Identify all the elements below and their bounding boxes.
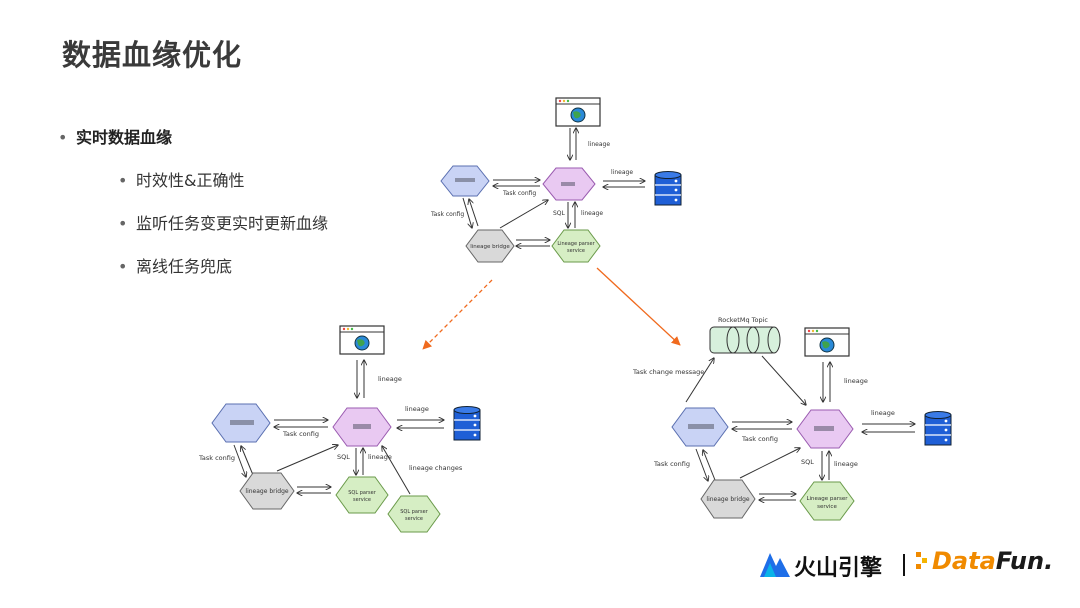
arrow xyxy=(703,450,716,481)
mq-topic xyxy=(709,326,781,354)
database-icon xyxy=(924,410,952,446)
arrow xyxy=(276,445,338,472)
edge-label: lineage xyxy=(581,210,603,217)
bullet-sub: • 离线任务兜底 xyxy=(118,253,232,277)
node-label: SQL parser xyxy=(400,509,428,515)
edge-label: lineage xyxy=(368,453,392,461)
bullet-dot: • xyxy=(118,171,128,190)
bullet-sub: • 时效性&正确性 xyxy=(118,167,244,191)
edge-label: lineage xyxy=(844,377,868,385)
node-label: lineage bridge xyxy=(470,244,510,250)
solid-arrow xyxy=(596,267,681,346)
database-icon xyxy=(654,170,682,206)
edge-label: lineage xyxy=(378,375,402,383)
edge-label: SQL xyxy=(801,458,814,466)
brand-datafun: DataFun. xyxy=(932,547,1053,575)
redacted-label xyxy=(688,424,714,429)
brand-volcano-engine: 火山引擎 xyxy=(794,556,883,581)
hexagon-node xyxy=(239,472,295,510)
edge-label: Task config xyxy=(741,435,778,443)
brand-separator xyxy=(903,554,905,576)
arrow xyxy=(685,358,714,403)
bullet-main-text: 实时数据血缘 xyxy=(76,128,173,147)
bullet-dot: • xyxy=(118,257,128,276)
edge-label: SQL xyxy=(553,210,566,217)
bullet-sub-text: 时效性&正确性 xyxy=(136,171,245,190)
redacted-label xyxy=(814,426,834,431)
bullet-dot: • xyxy=(118,214,128,233)
datafun-logo-icon xyxy=(916,552,927,569)
hexagon-node xyxy=(799,481,855,521)
edge-label: lineage xyxy=(588,141,610,148)
arrow xyxy=(469,199,479,227)
dashed-arrow xyxy=(422,279,493,350)
node-label: lineage bridge xyxy=(706,496,749,503)
diagram-top: lineage lineage Task config Task config … xyxy=(430,97,682,263)
bullet-main: • 实时数据血缘 xyxy=(58,124,172,148)
node-label: service xyxy=(817,504,837,510)
edge-label: Task change message xyxy=(632,368,704,376)
node-label: service xyxy=(405,516,423,522)
bullet-dot: • xyxy=(58,128,68,147)
redacted-label xyxy=(230,420,254,425)
edge-label: Task config xyxy=(430,211,464,218)
edge-label: lineage xyxy=(834,460,858,468)
edge-label: Task config xyxy=(502,190,536,197)
redacted-label xyxy=(455,178,475,182)
hexagon-node xyxy=(465,229,515,263)
bullet-sub-text: 离线任务兜底 xyxy=(136,257,233,276)
arrow xyxy=(499,200,548,229)
brand-datafun-b: Fun. xyxy=(995,547,1054,575)
mq-label: RocketMq Topic xyxy=(718,316,768,324)
edge-label: lineage xyxy=(405,405,429,413)
redacted-label xyxy=(561,182,575,186)
arrow xyxy=(233,444,246,477)
edge-label: SQL xyxy=(337,453,350,461)
node-label: SQL parser xyxy=(348,490,376,496)
node-label: service xyxy=(353,497,371,503)
hexagon-node xyxy=(335,476,389,514)
hexagon-node xyxy=(700,479,756,519)
diagram-right: RocketMq Topic lineage Task change messa… xyxy=(632,316,952,521)
browser-icon xyxy=(339,325,385,355)
edge-label: Task config xyxy=(198,454,235,462)
node-label: Lineage parser xyxy=(557,241,595,247)
database-icon xyxy=(453,405,481,441)
browser-icon xyxy=(804,327,850,357)
edge-label: Task config xyxy=(653,460,690,468)
arrow xyxy=(761,355,806,405)
brand-datafun-a: Data xyxy=(932,547,996,575)
edge-label: lineage xyxy=(871,409,895,417)
edge-label: lineage changes xyxy=(409,464,463,472)
arrow xyxy=(695,448,708,481)
bullet-sub-text: 监听任务变更实时更新血缘 xyxy=(136,214,329,233)
arrow xyxy=(382,446,411,495)
arrow xyxy=(739,448,800,479)
node-label: service xyxy=(567,248,585,254)
browser-icon xyxy=(555,97,601,127)
page-title: 数据血缘优化 xyxy=(62,38,243,72)
node-label: Lineage parser xyxy=(806,496,848,502)
edge-label: Task config xyxy=(282,430,319,438)
volcano-logo-icon xyxy=(760,553,790,577)
diagram-left: lineage lineage Task config Task config … xyxy=(198,325,481,533)
redacted-label xyxy=(353,424,371,429)
node-label: lineage bridge xyxy=(245,488,288,495)
arrow xyxy=(241,446,254,476)
hexagon-node xyxy=(387,495,441,533)
arrow xyxy=(462,197,472,228)
edge-label: lineage xyxy=(611,169,633,176)
hexagon-node xyxy=(551,229,601,263)
bullet-sub: • 监听任务变更实时更新血缘 xyxy=(118,210,328,234)
